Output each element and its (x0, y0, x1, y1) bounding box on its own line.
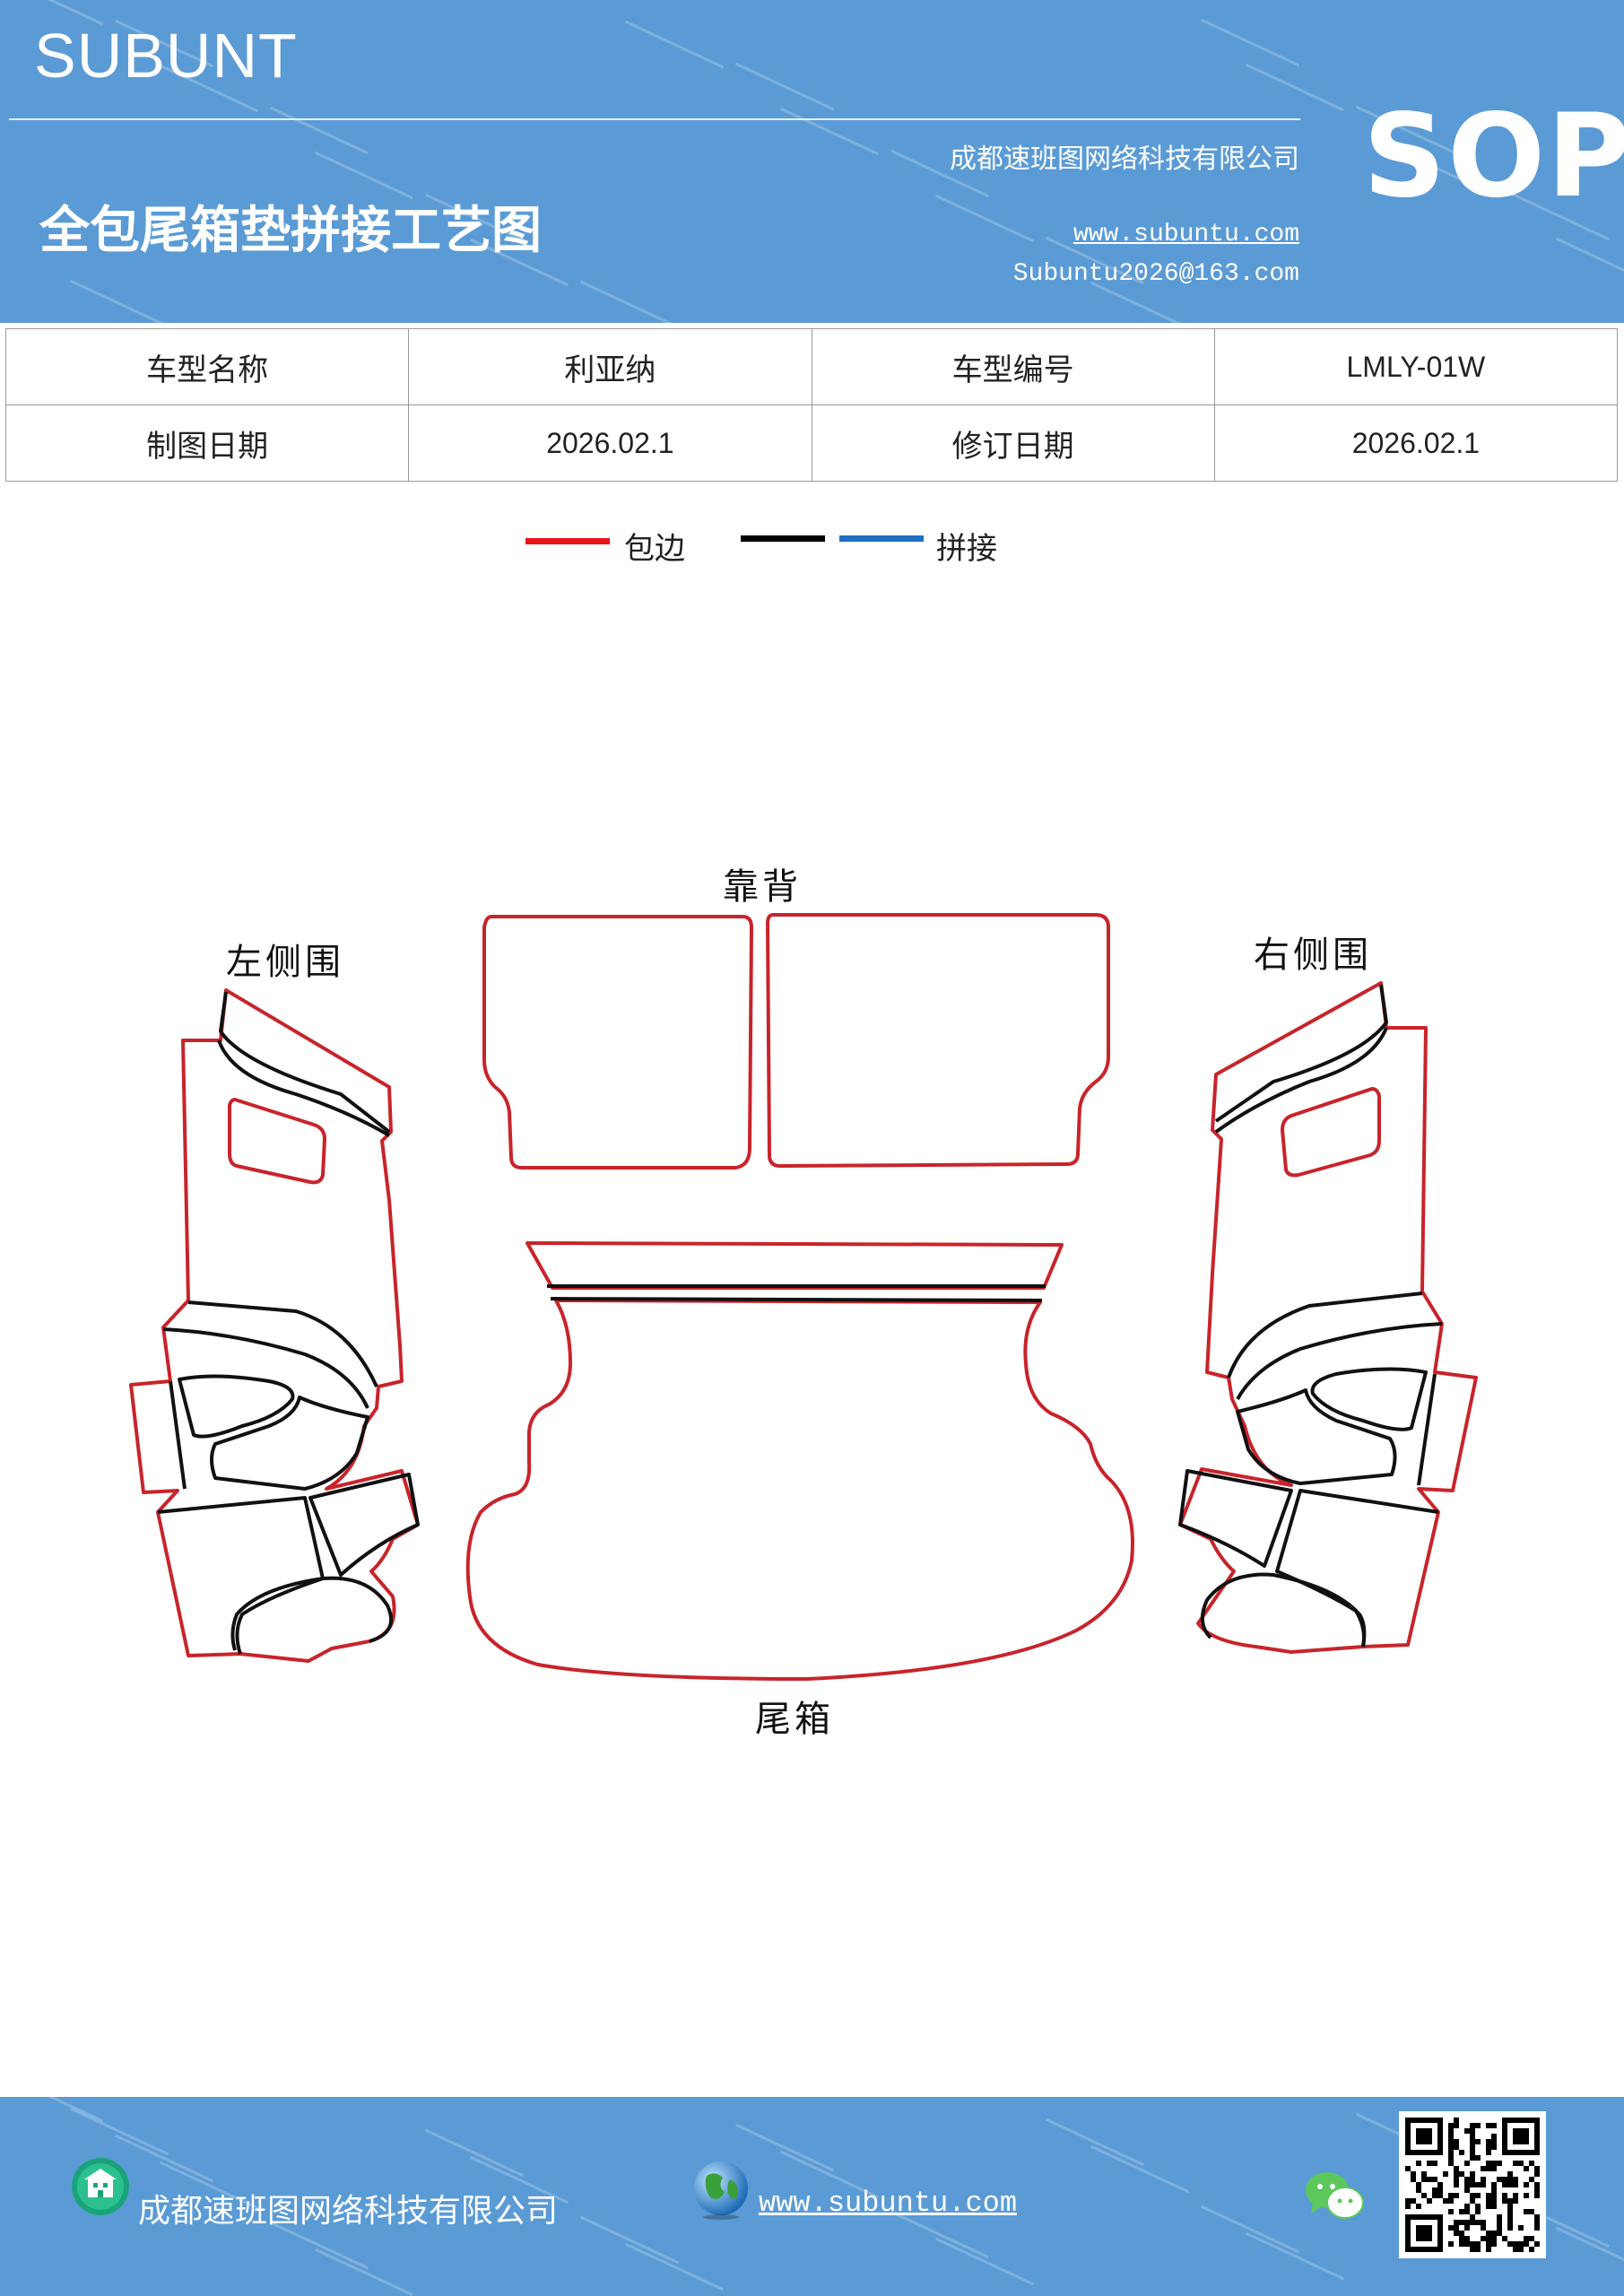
label-backrest: 靠背 (723, 866, 802, 908)
left-side-seam (169, 1380, 187, 1490)
left-side-seam (157, 1496, 325, 1655)
right-side-window (1281, 1087, 1381, 1178)
left-side-outer-edge (129, 988, 420, 1663)
table-row: 车型名称 利亚纳 车型编号 LMLY-01W (4, 328, 1619, 405)
trunk-main-floor (465, 1299, 1134, 1681)
footer-company-name: 成都速班图网络科技有限公司 (138, 2193, 559, 2230)
table-cell-value: 利亚纳 (408, 328, 812, 405)
qr-code-pattern (1405, 2118, 1540, 2252)
right-side-seam (1417, 1373, 1437, 1486)
right-side-seam (1214, 984, 1388, 1123)
right-side-seam (1200, 1572, 1367, 1648)
label-trunk: 尾箱 (755, 1699, 834, 1740)
backrest-left-panel (482, 915, 753, 1170)
left-side-window (228, 1098, 326, 1185)
footer-banner: 成都速班图网络科技有限公司 www.subuntu.com (0, 2097, 1624, 2296)
table-cell-label: 修订日期 (811, 404, 1215, 482)
email-address[interactable]: Subuntu2026@163.com (1012, 260, 1299, 288)
legend-swatch-blue (839, 535, 924, 542)
right-side-outer-edge (1178, 981, 1478, 1654)
legend-swatch-red (525, 538, 610, 544)
website-link[interactable]: www.subuntu.com (1073, 221, 1299, 248)
document-title: 全包尾箱垫拼接工艺图 (39, 202, 542, 260)
left-side-seam (219, 991, 391, 1134)
right-side-seam (1236, 1388, 1397, 1485)
legend-swatch-black (741, 535, 825, 542)
right-side-seam (1214, 1027, 1388, 1134)
watermark-streak (1245, 2231, 1345, 2281)
footer-website-link[interactable]: www.subuntu.com (759, 2187, 1018, 2220)
watermark-streak (314, 2248, 414, 2296)
brand-logo: SUBUNT (34, 21, 298, 91)
watermark-streak (934, 2237, 1035, 2286)
header-banner: SUBUNT 全包尾箱垫拼接工艺图 成都速班图网络科技有限公司 www.subu… (0, 0, 1624, 323)
watermark-streak (1555, 2226, 1624, 2275)
legend-label-edging: 包边 (624, 531, 685, 567)
watermark-streak (69, 2107, 169, 2156)
globe-icon (694, 2161, 748, 2220)
left-side-seam (210, 1396, 369, 1491)
table-cell-label: 制图日期 (4, 404, 410, 482)
company-name: 成都速班图网络科技有限公司 (950, 144, 1299, 175)
left-side-seam (162, 1327, 369, 1409)
right-side-seam (1310, 1367, 1428, 1431)
right-side-seam (1178, 1469, 1293, 1568)
table-cell-label: 车型名称 (4, 328, 410, 405)
label-right-side: 右侧围 (1254, 935, 1372, 976)
table-cell-value: LMLY-01W (1213, 328, 1619, 405)
left-side-seam (230, 1576, 393, 1651)
table-cell-label: 车型编号 (811, 328, 1215, 405)
building-icon (72, 2158, 129, 2215)
right-side-seam (1236, 1322, 1443, 1400)
sop-badge: SOP (1363, 90, 1624, 223)
left-side-seam (308, 1473, 420, 1577)
watermark-streak (1200, 2205, 1300, 2254)
trunk-seam-line (550, 1297, 1043, 1302)
watermark-streak (624, 2242, 725, 2292)
watermark-streak (1045, 2118, 1145, 2167)
watermark-streak (579, 2215, 680, 2265)
left-side-seam (217, 1039, 391, 1137)
wechat-icon[interactable] (1304, 2169, 1365, 2224)
qr-code[interactable] (1399, 2111, 1546, 2258)
table-cell-value: 2026.02.1 (1213, 404, 1619, 482)
vehicle-info-table: 车型名称 利亚纳 车型编号 LMLY-01W 制图日期 2026.02.1 修订… (4, 328, 1619, 482)
table-cell-value: 2026.02.1 (408, 404, 812, 482)
watermark-streak (424, 2128, 525, 2178)
table-row: 制图日期 2026.02.1 修订日期 2026.02.1 (4, 404, 1619, 482)
header-divider (9, 118, 1300, 120)
right-side-seam (1227, 1292, 1423, 1378)
label-left-side: 左侧围 (226, 942, 344, 983)
backrest-right-panel (766, 913, 1110, 1168)
trunk-top-strip (525, 1241, 1064, 1290)
left-side-seam (187, 1300, 378, 1387)
watermark-streak (1090, 2144, 1190, 2194)
left-side-seam (178, 1374, 295, 1439)
legend-label-splice: 拼接 (936, 531, 997, 567)
